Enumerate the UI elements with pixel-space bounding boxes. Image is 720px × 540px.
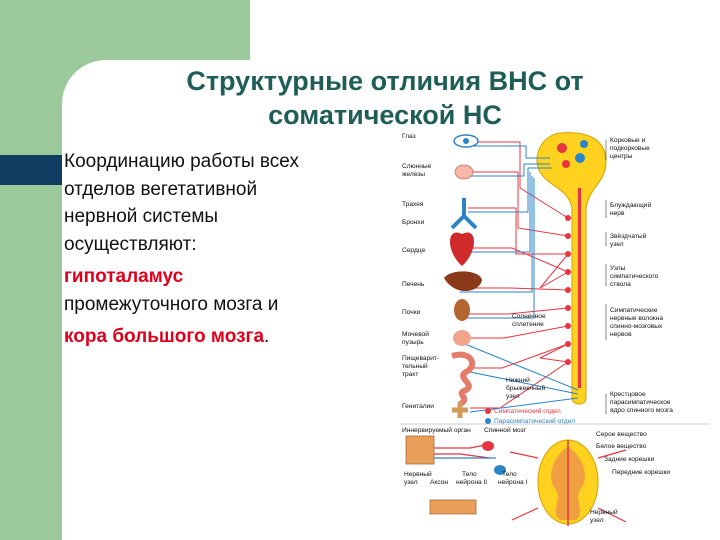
intestine-icon bbox=[451, 351, 476, 407]
label-solar-1: Солнечное bbox=[512, 313, 546, 320]
label-nerve-node-b2: узел bbox=[590, 517, 604, 524]
bladder-icon bbox=[453, 330, 471, 346]
label-fibers-1: Симпатические bbox=[610, 307, 658, 314]
label-ganglia-3: ствола bbox=[610, 281, 631, 288]
label-spinal-cord: Спинной мозг bbox=[484, 426, 527, 434]
cortical-center-dot bbox=[575, 153, 585, 163]
body-line-4: осуществляют: bbox=[64, 233, 197, 255]
label-eye: Глаз bbox=[402, 133, 416, 140]
label-axon: Аксон bbox=[430, 479, 448, 486]
sympathetic-fibers bbox=[458, 141, 569, 409]
cortex-period: . bbox=[264, 326, 270, 347]
label-sacral-3: ядро спинного мозга bbox=[610, 407, 673, 414]
body-line-2: отделов вегетативной bbox=[64, 178, 258, 200]
label-innervated-organ: Иннервируемый орган bbox=[402, 426, 471, 434]
label-solar-2: сплетение bbox=[512, 321, 544, 328]
label-body1-2: нейрона I bbox=[498, 478, 527, 486]
legend-parasympathetic: Парасимпатический отдел bbox=[494, 417, 575, 425]
legend-parasympathetic-dot bbox=[485, 418, 491, 424]
neuron-body bbox=[494, 465, 506, 475]
label-bladder-1: Мочевой bbox=[402, 330, 429, 338]
label-cortical-2: подкорковые bbox=[610, 145, 650, 152]
ans-diagram: Глаз Слюнные железы Трахея Бронхи Сердце… bbox=[400, 132, 710, 526]
label-salivary-2: железы bbox=[402, 171, 425, 178]
salivary-gland-icon bbox=[454, 164, 474, 180]
label-vagus-2: нерв bbox=[610, 210, 625, 217]
label-trunk-2: узел bbox=[610, 241, 624, 248]
label-ventral-root: Передние корешки bbox=[612, 469, 670, 476]
label-nerve-node-2: узел bbox=[404, 479, 418, 486]
label-fibers-4: нервов bbox=[610, 331, 632, 338]
efferent-pathway bbox=[434, 443, 491, 459]
label-dorsal-root: Задние корешки bbox=[604, 456, 654, 463]
label-nerve-node-b1: Нервный bbox=[590, 508, 618, 516]
legend-sympathetic-dot bbox=[485, 408, 491, 414]
cortical-center-dot bbox=[562, 160, 570, 168]
legend-sympathetic: Симпатический отдел bbox=[494, 407, 561, 415]
spinal-cord bbox=[536, 132, 607, 405]
label-fibers-2: нервные волокна bbox=[610, 315, 663, 322]
spinal-cross-section bbox=[509, 439, 627, 526]
label-body2-2: нейрона II bbox=[456, 478, 487, 486]
label-trachea: Трахея bbox=[402, 201, 424, 208]
label-mesenteric-1: Нижний bbox=[506, 376, 530, 384]
label-gut-1: Пищеварит- bbox=[402, 355, 439, 362]
label-genitals: Гениталии bbox=[402, 403, 434, 410]
trachea-icon bbox=[450, 198, 478, 230]
label-sacral-1: Крестцовое bbox=[610, 391, 646, 398]
label-fibers-3: спинно-мозговых bbox=[610, 323, 663, 330]
left-strip bbox=[0, 0, 62, 540]
title-line-1: Структурные отличия ВНС от bbox=[186, 66, 584, 96]
label-white-matter: Белое вещество bbox=[596, 443, 647, 450]
cortical-center-dot bbox=[580, 140, 588, 148]
organ-icons bbox=[444, 134, 482, 418]
label-nerve-node-1: Нервный bbox=[404, 470, 432, 478]
label-bladder-2: пузырь bbox=[402, 339, 424, 346]
accent-bar bbox=[0, 155, 62, 185]
parasympathetic-fibers bbox=[458, 145, 579, 413]
liver-icon bbox=[444, 271, 482, 292]
body-text: Координацию работы всех отделов вегетати… bbox=[64, 148, 374, 351]
label-cortical-1: Корковые и bbox=[610, 137, 646, 144]
label-mesenteric-3: узел bbox=[506, 393, 520, 400]
label-gut-3: тракт bbox=[402, 371, 418, 378]
hypothalamus-term: гипоталамус bbox=[64, 266, 184, 287]
organ-tissue bbox=[405, 435, 435, 465]
label-ganglia-1: Узлы bbox=[610, 265, 626, 272]
label-body2-1: Тело bbox=[462, 471, 477, 478]
genitals-icon bbox=[452, 402, 468, 418]
label-liver: Печень bbox=[402, 281, 425, 288]
body-line-1: Координацию работы всех bbox=[64, 151, 299, 172]
label-ganglia-2: симпатического bbox=[610, 273, 659, 280]
title-line-2: соматической НС bbox=[268, 100, 502, 130]
neuron-body bbox=[482, 441, 494, 451]
label-heart: Сердце bbox=[402, 247, 425, 254]
cortex-term: кора большого мозга bbox=[64, 326, 265, 347]
label-bronchi: Бронхи bbox=[402, 219, 425, 226]
slide-title: Структурные отличия ВНС от соматической … bbox=[100, 64, 670, 132]
label-vagus-1: Блуждающий bbox=[610, 201, 651, 209]
label-trunk-1: Звёздчатый bbox=[610, 232, 647, 240]
legend: Симпатический отдел Парасимпатический от… bbox=[485, 407, 575, 425]
kidney-icon bbox=[454, 299, 470, 321]
label-mesenteric-2: брыжеечный bbox=[506, 384, 546, 392]
label-kidneys: Почки bbox=[402, 309, 421, 316]
label-body1-1: Тело bbox=[502, 471, 517, 478]
cortical-center-dot bbox=[557, 143, 567, 153]
hypothalamus-description: промежуточного мозга и bbox=[64, 293, 279, 315]
label-sacral-2: парасимпатическое bbox=[610, 399, 671, 406]
heart-icon bbox=[450, 232, 474, 266]
label-gut-2: тельный bbox=[402, 362, 428, 370]
content-panel bbox=[62, 60, 720, 540]
label-cortical-3: центры bbox=[610, 153, 633, 160]
label-gray-matter: Серое вещество bbox=[596, 431, 647, 438]
body-line-3: нервной системы bbox=[64, 206, 219, 227]
label-salivary-1: Слюнные bbox=[402, 163, 432, 170]
nerve-bundle bbox=[429, 499, 477, 515]
cortex-line: кора большого мозга. bbox=[64, 323, 374, 351]
